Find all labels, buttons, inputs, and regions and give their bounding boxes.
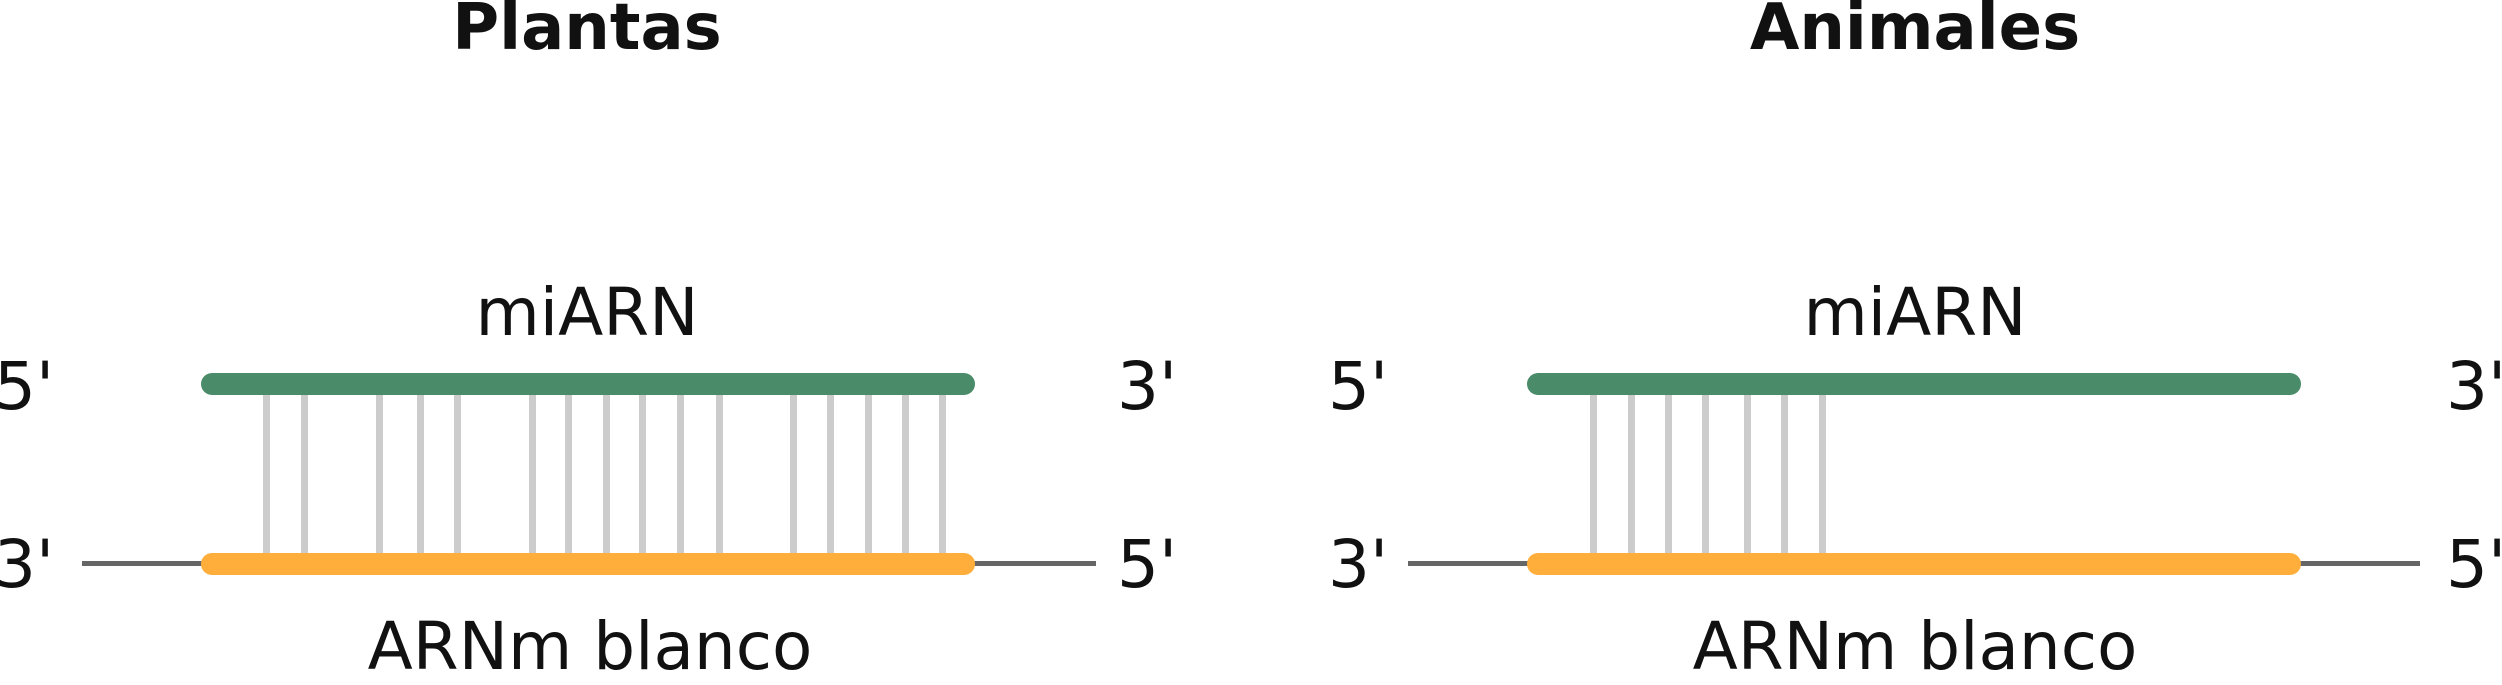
mrna-strand: [1527, 553, 2301, 575]
mrna-strand: [201, 553, 975, 575]
mrna-3prime-label: 3': [0, 526, 55, 603]
base-pair-bond: [677, 390, 684, 560]
animals-panel: Animales miARN 5' 3' 3' 5' ARNm blanco: [1251, 0, 2502, 680]
mirna-strand: [201, 373, 975, 395]
mirna-strand: [1527, 373, 2301, 395]
base-pair-bond: [1590, 390, 1597, 560]
base-pair-bond: [263, 390, 270, 560]
mrna-3prime-label: 3': [1328, 526, 1389, 603]
mrna-label: ARNm blanco: [367, 608, 813, 685]
mirna-label: miARN: [1803, 274, 2027, 351]
base-pair-bond: [565, 390, 572, 560]
base-pair-bond: [827, 390, 834, 560]
panel-title: Animales: [1749, 0, 2081, 65]
base-pair-bond: [865, 390, 872, 560]
base-pair-bond: [939, 390, 946, 560]
base-pair-bond: [639, 390, 646, 560]
base-pair-bond: [790, 390, 797, 560]
mrna-5prime-label: 5': [1117, 526, 1178, 603]
base-pair-bond: [1781, 390, 1788, 560]
mrna-5prime-label: 5': [2446, 526, 2502, 603]
base-pair-bond: [1628, 390, 1635, 560]
base-pair-bond: [1702, 390, 1709, 560]
mrna-label: ARNm blanco: [1692, 608, 2138, 685]
mirna-5prime-label: 5': [1328, 348, 1389, 425]
base-pair-bond: [376, 390, 383, 560]
mirna-5prime-label: 5': [0, 348, 55, 425]
base-pair-bond: [529, 390, 536, 560]
mirna-label: miARN: [475, 274, 699, 351]
base-pair-bond: [603, 390, 610, 560]
base-pair-bond: [417, 390, 424, 560]
base-pair-bond: [1665, 390, 1672, 560]
panel-title: Plantas: [452, 0, 722, 65]
base-pair-bond: [902, 390, 909, 560]
mirna-3prime-label: 3': [1117, 348, 1178, 425]
base-pair-bond: [1819, 390, 1826, 560]
mirna-3prime-label: 3': [2446, 348, 2502, 425]
base-pair-bond: [301, 390, 308, 560]
base-pair-bond: [1744, 390, 1751, 560]
base-pair-bond: [716, 390, 723, 560]
base-pair-bond: [454, 390, 461, 560]
plants-panel: Plantas miARN 5' 3' 3' 5' ARNm blanco: [0, 0, 1251, 680]
